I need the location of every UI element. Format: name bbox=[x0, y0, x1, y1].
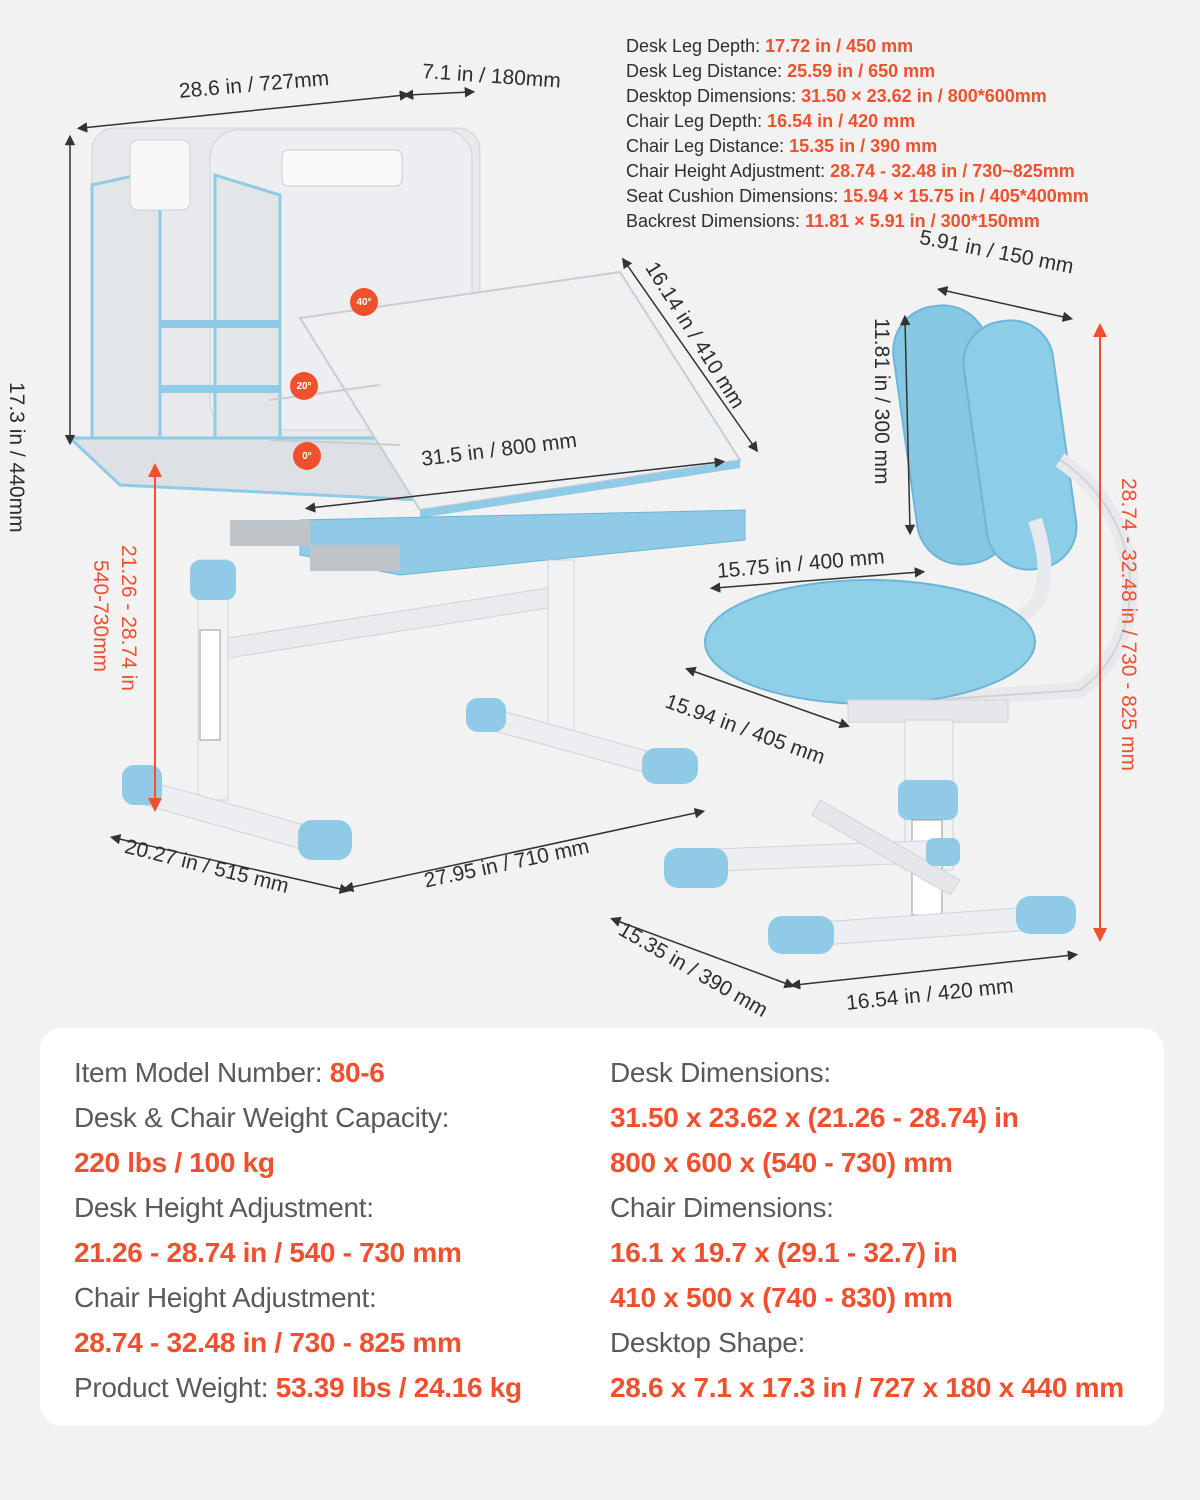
spec-value: 31.50 × 23.62 in / 800*600mm bbox=[801, 86, 1047, 106]
spec-label: Chair Leg Distance: bbox=[626, 136, 785, 156]
summary-left-column: Item Model Number: 80-6 Desk & Chair Wei… bbox=[74, 1050, 522, 1410]
spec-value: 28.74 - 32.48 in / 730~825mm bbox=[830, 161, 1075, 181]
spec-label: Chair Height Adjustment: bbox=[626, 161, 826, 181]
shelf-height-label: 17.3 in / 440mm bbox=[5, 382, 28, 533]
angle-badge-40: 40° bbox=[350, 288, 378, 316]
angle-badge-0: 0° bbox=[293, 442, 321, 470]
desk-dim-mm: 800 x 600 x (540 - 730) mm bbox=[610, 1147, 953, 1178]
backrest-height-label: 11.81 in / 300 mm bbox=[870, 318, 893, 485]
desk-dim-in: 31.50 x 23.62 x (21.26 - 28.74) in bbox=[610, 1102, 1019, 1133]
spec-row: Chair Height Adjustment: 28.74 - 32.48 i… bbox=[626, 159, 1089, 184]
summary-right-column: Desk Dimensions: 31.50 x 23.62 x (21.26 … bbox=[610, 1050, 1124, 1410]
shape-label: Desktop Shape: bbox=[610, 1327, 806, 1358]
model-value: 80-6 bbox=[329, 1057, 385, 1088]
desk-legs bbox=[122, 559, 698, 861]
desk-height-mm-label: 540-730mm bbox=[89, 560, 112, 673]
spec-label: Seat Cushion Dimensions: bbox=[626, 186, 839, 206]
model-label: Item Model Number: bbox=[74, 1057, 323, 1088]
spec-row: Chair Leg Distance: 15.35 in / 390 mm bbox=[626, 134, 1089, 159]
desk-height-in-label: 21.26 - 28.74 in bbox=[117, 545, 140, 691]
spec-label: Backrest Dimensions: bbox=[626, 211, 801, 231]
product-illustration-area: Desk Leg Depth: 17.72 in / 450 mm Desk L… bbox=[5, 34, 1140, 1022]
spec-row: Desktop Dimensions: 31.50 × 23.62 in / 8… bbox=[626, 84, 1089, 109]
chair-dim-label: Chair Dimensions: bbox=[610, 1192, 834, 1223]
desk-adjust-value: 21.26 - 28.74 in / 540 - 730 mm bbox=[74, 1237, 462, 1268]
spec-row: Chair Leg Depth: 16.54 in / 420 mm bbox=[626, 109, 1089, 134]
spec-value: 17.72 in / 450 mm bbox=[765, 36, 914, 56]
spec-label: Desk Leg Distance: bbox=[626, 61, 783, 81]
spec-value: 15.35 in / 390 mm bbox=[789, 136, 938, 156]
spec-list: Desk Leg Depth: 17.72 in / 450 mm Desk L… bbox=[626, 34, 1089, 234]
chair-dim-mm: 410 x 500 x (740 - 830) mm bbox=[610, 1282, 953, 1313]
spec-row: Seat Cushion Dimensions: 15.94 × 15.75 i… bbox=[626, 184, 1089, 209]
chair-height-label: 28.74 - 32.48 in / 730 - 825 mm bbox=[1117, 478, 1140, 772]
chair-dim-in: 16.1 x 19.7 x (29.1 - 32.7) in bbox=[610, 1237, 958, 1268]
desk-dim-label: Desk Dimensions: bbox=[610, 1057, 831, 1088]
spec-row: Desk Leg Depth: 17.72 in / 450 mm bbox=[626, 34, 1089, 59]
weight-value: 53.39 lbs / 24.16 kg bbox=[275, 1372, 522, 1403]
spec-row: Backrest Dimensions: 11.81 × 5.91 in / 3… bbox=[626, 209, 1089, 234]
weight-line: Product Weight: 53.39 lbs / 24.16 kg bbox=[74, 1365, 522, 1410]
summary-card: Item Model Number: 80-6 Desk & Chair Wei… bbox=[40, 1028, 1164, 1426]
desk-chair-illustration bbox=[64, 87, 1139, 990]
chair-adjust-label: Chair Height Adjustment: bbox=[74, 1282, 377, 1313]
spec-value: 15.94 × 15.75 in / 405*400mm bbox=[843, 186, 1089, 206]
spec-value: 11.81 × 5.91 in / 300*150mm bbox=[805, 211, 1040, 231]
spec-label: Chair Leg Depth: bbox=[626, 111, 763, 131]
spec-row: Desk Leg Distance: 25.59 in / 650 mm bbox=[626, 59, 1089, 84]
chair-adjust-value: 28.74 - 32.48 in / 730 - 825 mm bbox=[74, 1327, 462, 1358]
desk-adjust-label: Desk Height Adjustment: bbox=[74, 1192, 374, 1223]
desk-drawer bbox=[230, 509, 746, 576]
height-lines bbox=[148, 323, 1107, 942]
shape-value: 28.6 x 7.1 x 17.3 in / 727 x 180 x 440 m… bbox=[610, 1372, 1124, 1403]
capacity-value: 220 lbs / 100 kg bbox=[74, 1147, 275, 1178]
angle-badge-20: 20° bbox=[290, 372, 318, 400]
weight-label: Product Weight: bbox=[74, 1372, 269, 1403]
dimension-lines bbox=[64, 87, 1079, 990]
model-line: Item Model Number: 80-6 bbox=[74, 1050, 522, 1095]
spec-label: Desktop Dimensions: bbox=[626, 86, 797, 106]
spec-value: 16.54 in / 420 mm bbox=[767, 111, 916, 131]
spec-label: Desk Leg Depth: bbox=[626, 36, 761, 56]
spec-value: 25.59 in / 650 mm bbox=[787, 61, 936, 81]
capacity-label: Desk & Chair Weight Capacity: bbox=[74, 1102, 450, 1133]
